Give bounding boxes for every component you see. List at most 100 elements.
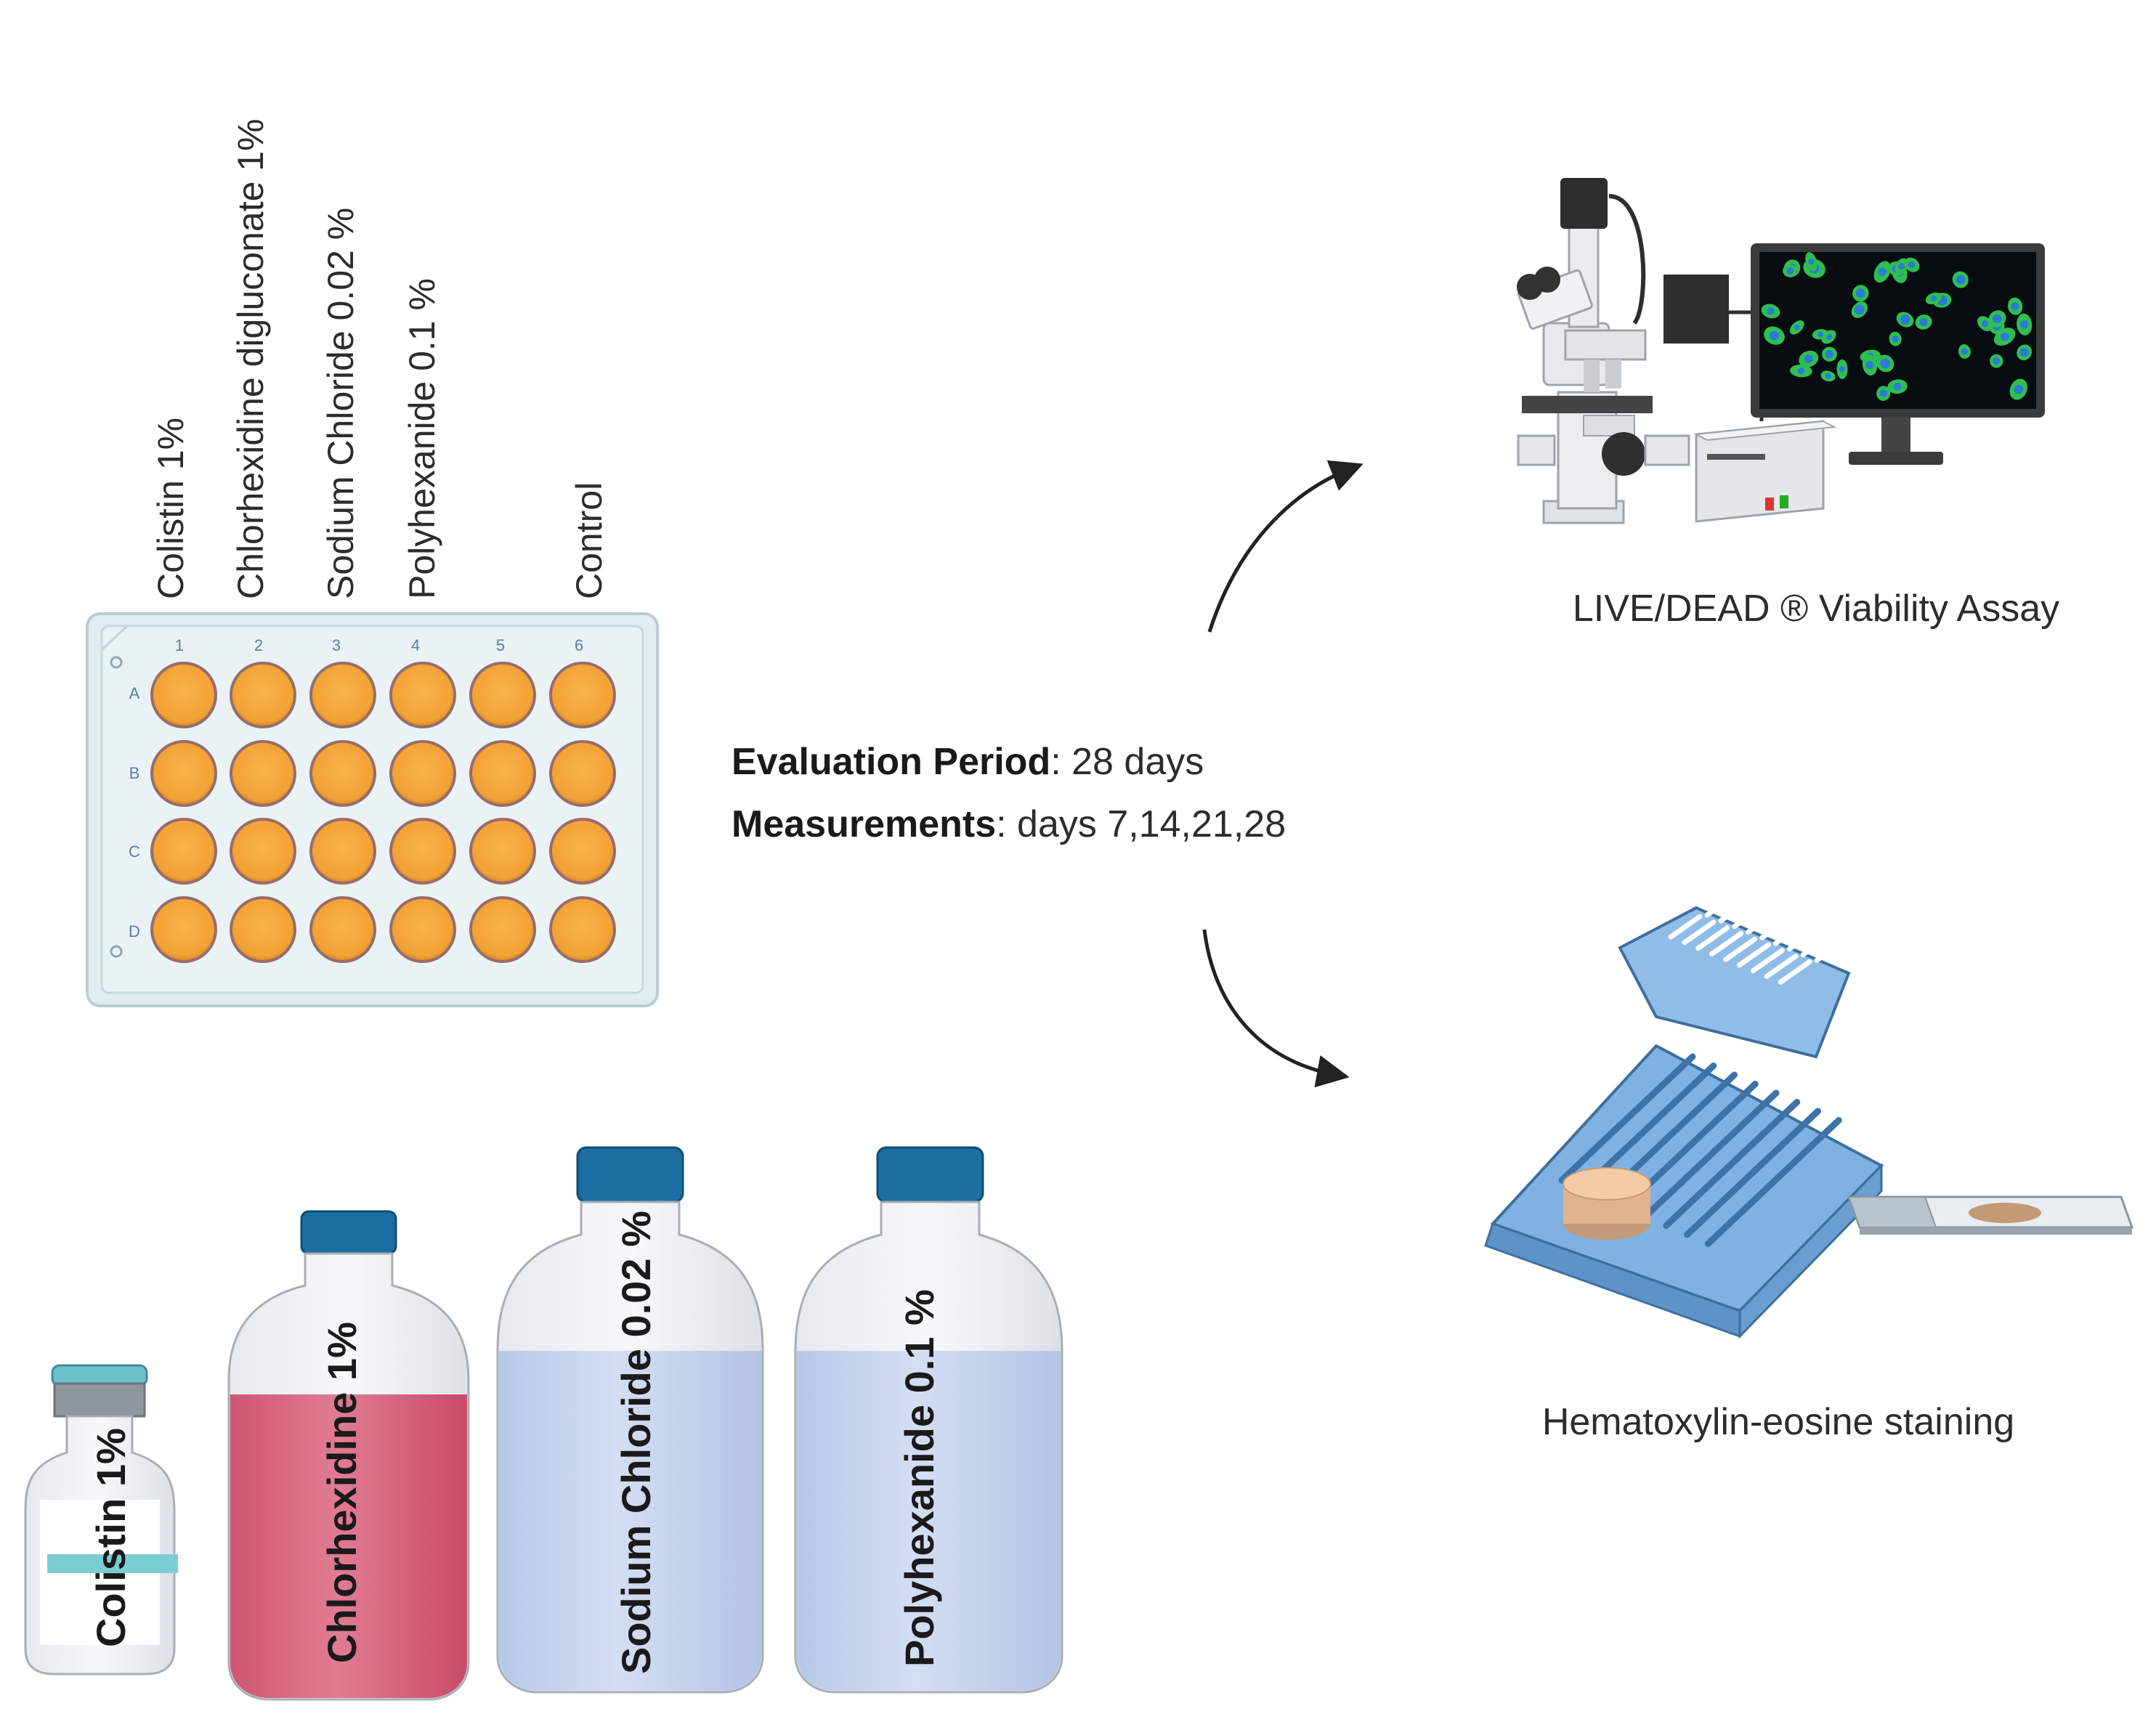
evaluation-block: Evaluation Period: 28 days Measurements:… (732, 741, 1286, 845)
svg-text:Evaluation Period: 28 days: Evaluation Period: 28 days (732, 741, 1204, 783)
cassette-lid-slot (1778, 959, 1812, 985)
bottle-label-chlorhexidine: Chlorhexidine 1% (319, 1322, 365, 1663)
plate-col-4: 4 (411, 636, 420, 654)
cell-nucleus (1981, 320, 1989, 328)
cell-nucleus (1908, 261, 1916, 269)
cassette-lid-slot (1695, 925, 1730, 951)
cell-nucleus (1930, 295, 1937, 301)
cell-nucleus (1898, 263, 1905, 270)
column-label-chlorhexidine: Chlorhexidine digluconate 1% (230, 118, 271, 599)
cassette-lid-slot (1718, 900, 1749, 924)
cassette-lid-slot (1709, 930, 1744, 956)
plate-row-c: C (129, 842, 140, 861)
cell-nucleus (1767, 307, 1775, 315)
cell-nucleus (1919, 317, 1928, 327)
cell-nucleus (1878, 267, 1886, 276)
plate-well (389, 740, 456, 807)
plate-well (469, 896, 536, 963)
plate-well (549, 896, 616, 963)
cell-nucleus (1817, 331, 1823, 338)
bottle-label-sodium-chloride: Sodium Chloride 0.02 % (613, 1211, 659, 1674)
plate-col-1: 1 (175, 636, 184, 654)
plate-well (230, 818, 296, 885)
cell-nucleus (1808, 259, 1815, 265)
cassette-lid-slot (1736, 942, 1771, 968)
cell-nucleus (1855, 304, 1865, 315)
cell-nucleus (2019, 320, 2029, 329)
plate-col-6: 6 (575, 636, 583, 654)
plate-well (309, 896, 376, 963)
plate-row-b: B (129, 764, 140, 782)
plate-well (150, 662, 217, 728)
plate-col-3: 3 (332, 636, 341, 654)
plate-well (549, 740, 616, 807)
measurements-label: Measurements (732, 803, 996, 845)
plate-col-5: 5 (496, 636, 505, 654)
plate-well (389, 662, 456, 728)
plate-well (309, 740, 376, 807)
plate-well (309, 662, 376, 728)
bottle-polyhexanide: Polyhexanide 0.1 % (794, 1146, 1063, 1694)
plate-well (150, 896, 217, 963)
well-plate: 1 2 3 4 5 6 A B C D (86, 612, 659, 1007)
plate-well (230, 662, 296, 728)
cell-nucleus (1797, 367, 1805, 375)
evaluation-period-label: Evaluation Period (732, 741, 1050, 783)
cassette-base-slot (1684, 1108, 1821, 1238)
live-dead-label: LIVE/DEAD ® Viability Assay (1573, 588, 2059, 630)
plate-well (309, 818, 376, 885)
cell-nucleus (1880, 358, 1891, 369)
bottle-label-colistin: Colistin 1% (88, 1428, 134, 1647)
cell-nucleus (1893, 382, 1902, 391)
plate-well (549, 818, 616, 885)
cell-nucleus (1956, 275, 1966, 285)
cassette-lid-slot (1750, 948, 1785, 974)
column-labels: Colistin 1% Chlorhexidine digluconate 1%… (150, 118, 609, 599)
plate-well (469, 818, 536, 885)
plate-well (150, 818, 217, 885)
plate-well (389, 896, 456, 963)
column-label-control: Control (569, 482, 609, 599)
he-staining-label: Hematoxylin-eosine staining (1542, 1401, 2014, 1443)
cell-nucleus (1794, 324, 1800, 330)
microscope-icon (1517, 178, 1794, 524)
monitor-cells (1761, 252, 2033, 401)
plate-well (549, 662, 616, 728)
cassette-lid-slots (1668, 894, 1845, 985)
cassette-base-slot (1642, 1089, 1780, 1220)
cassette-lid-slot (1772, 922, 1804, 946)
plate-row-letters: A B C D (129, 684, 140, 941)
cell-nucleus (1879, 389, 1887, 397)
arrow-down-right-icon (1202, 929, 1350, 1088)
plate-well (389, 818, 456, 885)
cell-nucleus (1825, 350, 1834, 359)
plate-wells (150, 662, 616, 963)
cell-nucleus (1786, 267, 1794, 275)
cell-nucleus (2011, 302, 2019, 311)
cell-nucleus (2000, 332, 2009, 341)
cell-nucleus (2014, 384, 2024, 394)
bottle-chlorhexidine: Chlorhexidine 1% (227, 1210, 470, 1701)
plate-row-a: A (129, 684, 140, 702)
plate-row-d: D (129, 922, 140, 941)
arrow-up-right-icon (1207, 460, 1363, 633)
cassette-lid-slot (1800, 933, 1831, 957)
cassette-lid-slot (1786, 928, 1817, 952)
cassette-lid-slot (1704, 894, 1735, 918)
plate-column-numbers: 1 2 3 4 5 6 (175, 636, 583, 654)
plate-well (469, 662, 536, 728)
cell-nucleus (1961, 348, 1968, 355)
glass-slide-icon (1847, 1195, 2134, 1235)
cell-nucleus (1839, 366, 1846, 373)
cassette-lid-slot (1723, 936, 1758, 962)
bottle-sodium-chloride: Sodium Chloride 0.02 % (496, 1146, 764, 1694)
column-label-colistin: Colistin 1% (150, 418, 191, 599)
cassette-lid-slot (1682, 919, 1717, 946)
cassette-lid-slot (1814, 939, 1845, 963)
cell-nucleus (1825, 373, 1831, 379)
controller-box-icon (1693, 420, 1837, 523)
cassette-base-slot (1704, 1117, 1842, 1247)
monitor-icon (1751, 243, 2045, 465)
cassette-lid-slot (1732, 906, 1763, 930)
